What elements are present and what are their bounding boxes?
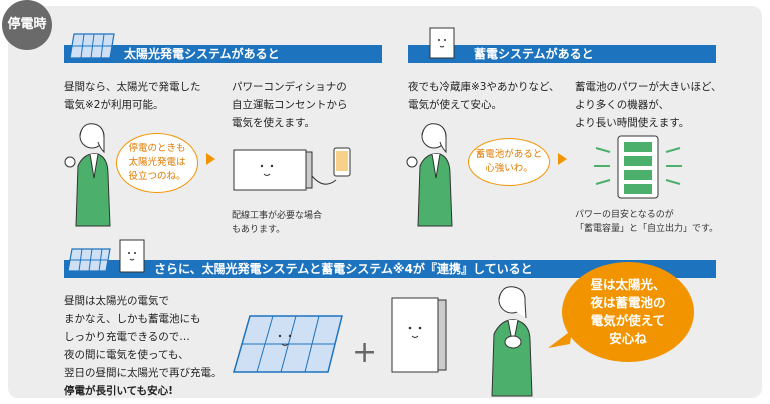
battery-section-bar: 蓄電システムがあると bbox=[408, 45, 716, 63]
battery-speech-bubble: 蓄電池があると 心強いわ。 bbox=[468, 138, 550, 186]
link-section-title: さらに、太陽光発電システムと蓄電システム※4が『連携』していると bbox=[154, 262, 533, 276]
battery-unit-icon bbox=[429, 27, 455, 59]
solar-panel-icon bbox=[67, 248, 111, 272]
arrow-icon bbox=[558, 153, 567, 165]
link-text: 昼間は太陽光の電気で まかなえ、しかも蓄電池にも しっかり充電できるので… 夜の… bbox=[64, 295, 222, 397]
solar-note: 配線工事が必要な場合 もあります。 bbox=[232, 211, 323, 235]
battery-text-left: 夜でも冷蔵庫※3やあかりなど、 電気が使えて安心。 bbox=[408, 81, 560, 111]
solar-text-left: 昼間なら、太陽光で発電した 電気※2が利用可能。 bbox=[64, 81, 201, 111]
arrow-icon bbox=[206, 153, 215, 165]
solar-section-title: 太陽光発電システムがあると bbox=[124, 47, 280, 61]
battery-section-title: 蓄電システムがあると bbox=[474, 47, 594, 61]
solar-panel-icon bbox=[69, 33, 115, 59]
plus-sign: + bbox=[352, 335, 378, 370]
battery-text-right: 蓄電池のパワーが大きいほど、 より多くの機器が、 より長い時間使えます。 bbox=[575, 81, 722, 129]
battery-level-icon bbox=[594, 135, 682, 199]
battery-unit-large-icon bbox=[391, 297, 447, 373]
battery-unit-icon bbox=[119, 239, 145, 273]
speech-tail-icon bbox=[548, 330, 572, 348]
solar-text-right: パワーコンディショナの 自立運転コンセントから 電気を使えます。 bbox=[232, 81, 348, 129]
woman-illustration bbox=[406, 123, 453, 227]
solar-panel-large-icon bbox=[233, 315, 343, 373]
link-section-bar: さらに、太陽光発電システムと蓄電システム※4が『連携』していると bbox=[64, 260, 716, 278]
battery-note: パワーの目安となるのが 「蓄電容量」と「自立出力」です。 bbox=[575, 210, 719, 234]
solar-speech-bubble: 停電のときも 太陽光発電は 役立つのね。 bbox=[116, 133, 198, 193]
solar-section-bar: 太陽光発電システムがあると bbox=[64, 45, 382, 63]
link-speech-bubble: 昼は太陽光、 夜は蓄電池の 電気が使えて 安心ね bbox=[562, 262, 694, 362]
outage-badge: 停電時 bbox=[2, 0, 52, 50]
woman-illustration bbox=[491, 286, 533, 397]
woman-illustration bbox=[64, 123, 111, 227]
power-conditioner-icon bbox=[233, 147, 351, 191]
